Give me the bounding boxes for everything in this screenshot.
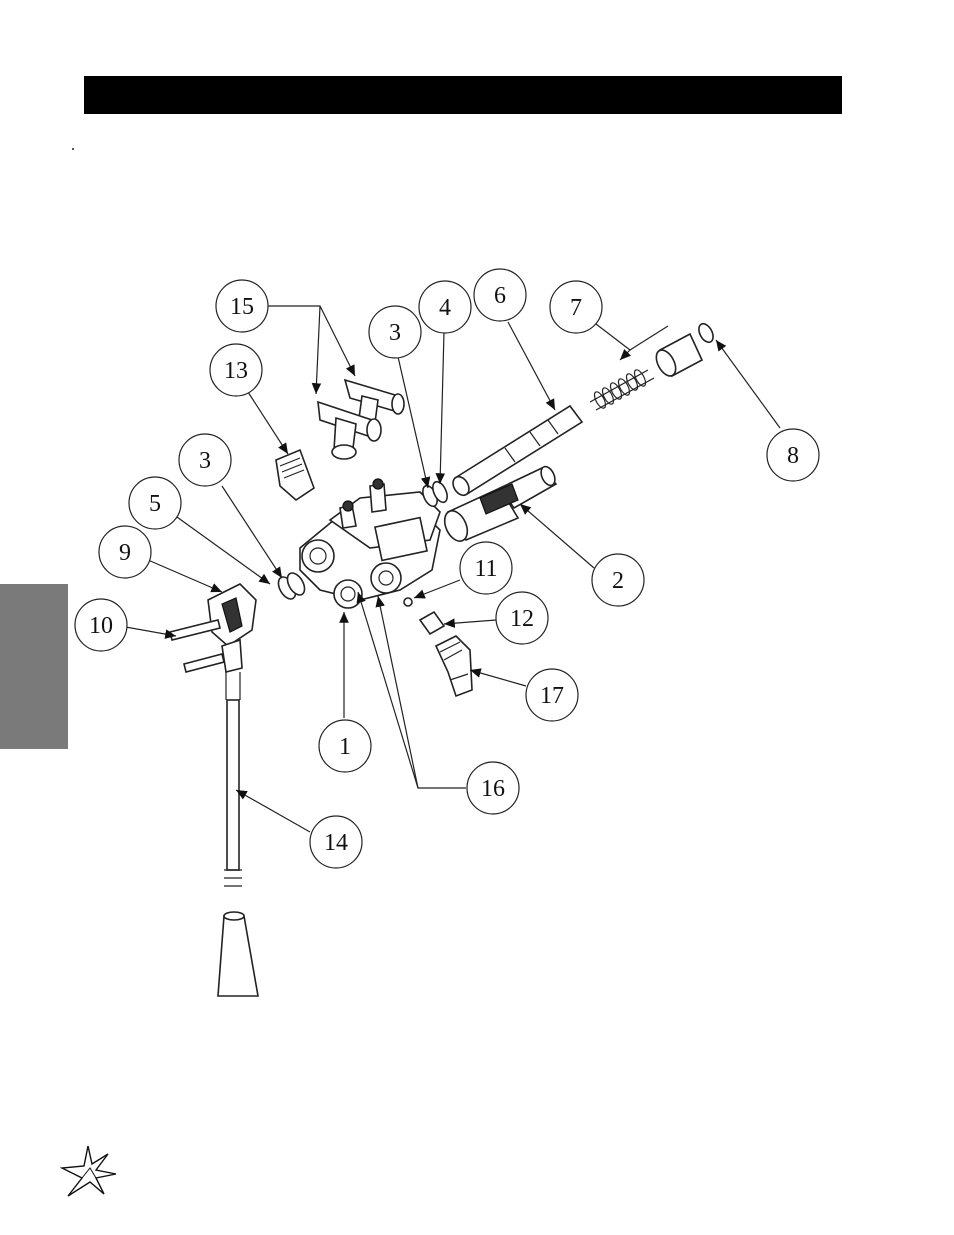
callout-6: 6 <box>474 269 526 321</box>
svg-text:7: 7 <box>570 295 582 321</box>
callout-2: 2 <box>592 554 644 606</box>
svg-text:8: 8 <box>787 443 799 469</box>
svg-text:6: 6 <box>494 283 506 309</box>
svg-text:13: 13 <box>224 358 248 384</box>
elbow-fitting-part <box>276 450 314 500</box>
star-burst-logo-icon <box>60 1144 120 1198</box>
svg-text:16: 16 <box>481 776 505 802</box>
elbow-17-part <box>436 636 472 696</box>
callout-7: 7 <box>550 281 602 333</box>
check-ball-part <box>404 598 412 606</box>
svg-text:2: 2 <box>612 568 624 594</box>
callout-3-top: 3 <box>369 306 421 358</box>
callout-11: 11 <box>460 542 512 594</box>
callout-5: 5 <box>129 477 181 529</box>
svg-text:11: 11 <box>474 556 497 582</box>
callout-13: 13 <box>210 344 262 396</box>
callout-4: 4 <box>419 281 471 333</box>
svg-text:5: 5 <box>149 491 161 517</box>
callout-16: 16 <box>467 762 519 814</box>
svg-text:3: 3 <box>199 448 211 474</box>
svg-text:1: 1 <box>339 734 351 760</box>
svg-text:17: 17 <box>540 683 564 709</box>
callout-17: 17 <box>526 669 578 721</box>
detent-assembly-part <box>590 334 702 410</box>
callout-10: 10 <box>75 599 127 651</box>
svg-text:4: 4 <box>439 295 451 321</box>
handle-rod-part <box>218 672 258 996</box>
callout-15: 15 <box>216 280 268 332</box>
svg-text:12: 12 <box>510 606 534 632</box>
callout-14: 14 <box>310 816 362 868</box>
svg-text:10: 10 <box>89 613 113 639</box>
callout-9: 9 <box>99 526 151 578</box>
svg-text:15: 15 <box>230 294 254 320</box>
end-cap-part <box>696 321 716 344</box>
plug-part <box>420 612 444 634</box>
callout-8: 8 <box>767 429 819 481</box>
bolt-part <box>170 620 224 672</box>
callout-1: 1 <box>319 720 371 772</box>
svg-text:3: 3 <box>389 320 401 346</box>
valve-body-part <box>300 479 440 608</box>
svg-text:9: 9 <box>119 540 131 566</box>
svg-text:14: 14 <box>324 830 348 856</box>
tee-fitting-part <box>318 380 404 459</box>
callout-3-left: 3 <box>179 434 231 486</box>
callout-12: 12 <box>496 592 548 644</box>
